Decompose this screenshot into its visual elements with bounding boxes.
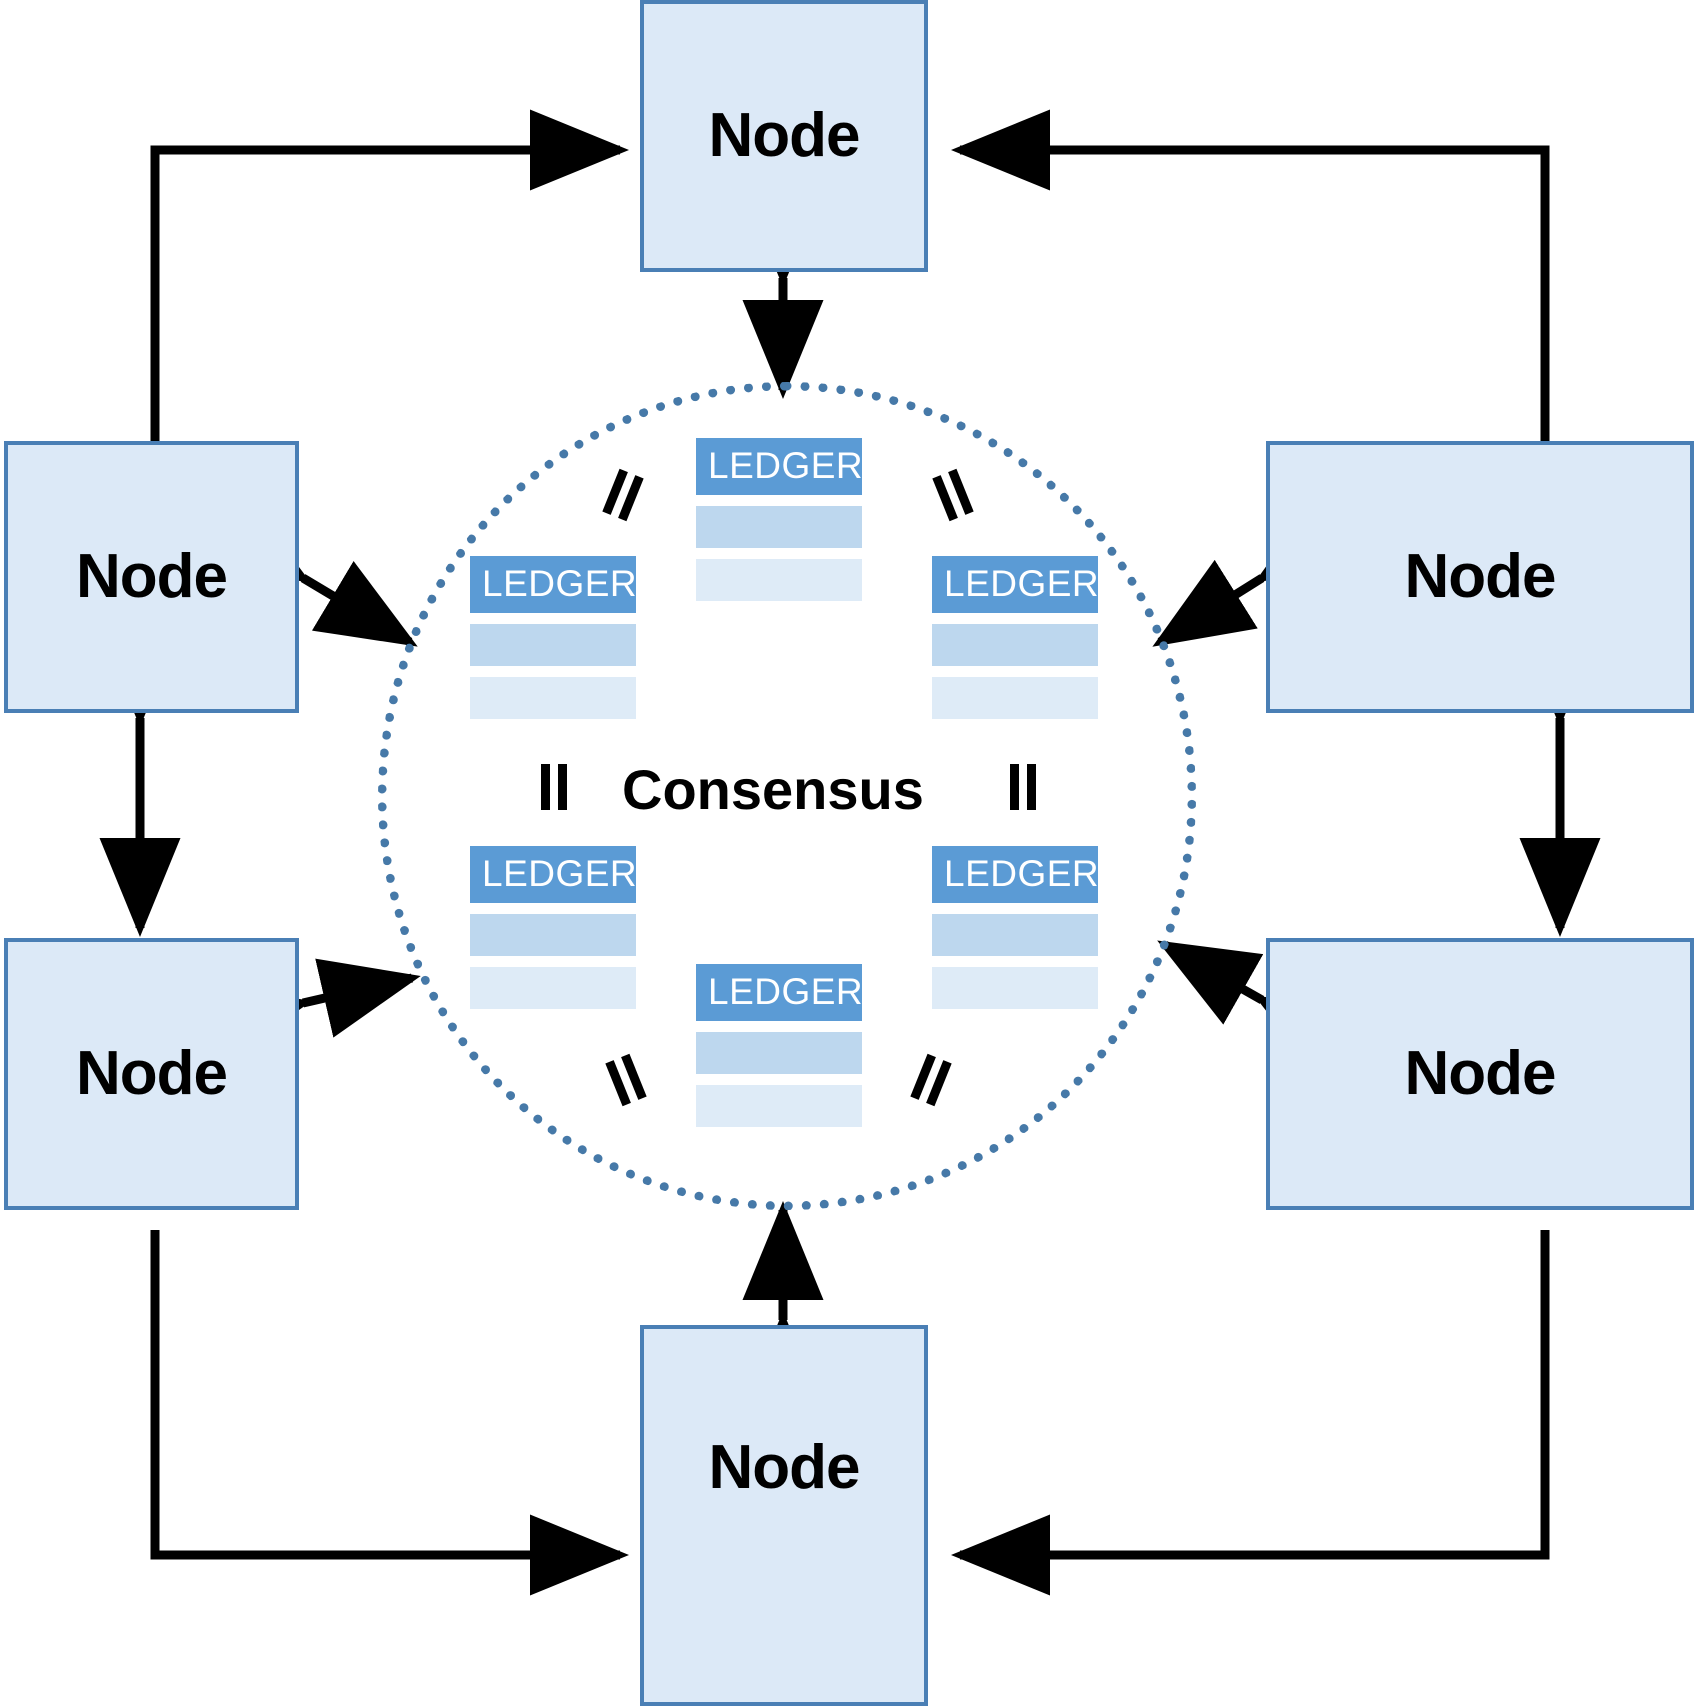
- ledger-header: LEDGER: [470, 556, 637, 613]
- node-right-upper[interactable]: Node: [1266, 441, 1694, 713]
- ledger-gap: [696, 1021, 862, 1032]
- ledger-gap: [932, 903, 1098, 914]
- ledger-upper-right[interactable]: LEDGER: [932, 556, 1099, 719]
- equality-mark-mid-left: [531, 764, 577, 810]
- ledger-gap: [696, 1074, 862, 1085]
- node-label: Node: [1404, 542, 1557, 611]
- arrow-right-lower-node-to-circle: [1157, 940, 1361, 1080]
- ledger-header: LEDGER: [932, 556, 1099, 613]
- arrow-right-upper-node-to-circle: [1152, 495, 1360, 647]
- ledger-row-2: [932, 967, 1098, 1009]
- ledger-row-1: [470, 914, 636, 956]
- ledger-top[interactable]: LEDGER: [696, 438, 863, 601]
- ledger-gap: [932, 666, 1098, 677]
- ledger-header: LEDGER: [932, 846, 1099, 903]
- arrow-right-upper-to-top: [951, 109, 1550, 475]
- ledger-gap: [696, 495, 862, 506]
- consensus-label: Consensus: [622, 758, 924, 821]
- ledger-gap: [932, 956, 1098, 967]
- ledger-header: LEDGER: [696, 964, 863, 1021]
- node-bottom[interactable]: Node: [640, 1325, 928, 1706]
- arrow-left-lower-node-to-circle: [206, 958, 421, 1063]
- ledger-row-1: [696, 506, 862, 548]
- node-top[interactable]: Node: [640, 0, 928, 272]
- equality-mark-mid-right: [1000, 764, 1046, 810]
- ledger-gap: [470, 666, 636, 677]
- ledger-gap: [932, 613, 1098, 624]
- ledger-upper-left[interactable]: LEDGER: [470, 556, 637, 719]
- ledger-gap: [470, 903, 636, 914]
- node-label: Node: [1404, 1039, 1557, 1108]
- consensus-circle: [378, 382, 1196, 1210]
- node-left-lower[interactable]: Node: [4, 938, 299, 1210]
- ledger-lower-left[interactable]: LEDGER: [470, 846, 637, 1009]
- ledger-gap: [470, 613, 636, 624]
- arrow-right-lower-to-bottom: [951, 1230, 1550, 1596]
- node-label: Node: [76, 1039, 228, 1108]
- arrow-left-upper-node-to-circle: [204, 497, 418, 647]
- ledger-row-2: [696, 559, 862, 601]
- node-right-lower[interactable]: Node: [1266, 938, 1694, 1210]
- arrow-left-upper-to-top: [150, 109, 629, 475]
- ledger-gap: [696, 548, 862, 559]
- ledger-row-1: [932, 624, 1098, 666]
- ledger-row-1: [696, 1032, 862, 1074]
- node-label: Node: [76, 542, 228, 611]
- ledger-header: LEDGER: [470, 846, 637, 903]
- ledger-row-2: [932, 677, 1098, 719]
- ledger-row-1: [470, 624, 636, 666]
- ledger-header: LEDGER: [696, 438, 863, 495]
- ledger-row-2: [470, 677, 636, 719]
- ledger-row-1: [932, 914, 1098, 956]
- ledger-lower-right[interactable]: LEDGER: [932, 846, 1099, 1009]
- ledger-gap: [470, 956, 636, 967]
- ledger-bottom[interactable]: LEDGER: [696, 964, 863, 1127]
- node-label: Node: [708, 101, 861, 170]
- ledger-row-2: [696, 1085, 862, 1127]
- node-left-upper[interactable]: Node: [4, 441, 299, 713]
- arrow-left-lower-to-bottom: [150, 1230, 629, 1596]
- node-label: Node: [708, 1432, 861, 1502]
- ledger-row-2: [470, 967, 636, 1009]
